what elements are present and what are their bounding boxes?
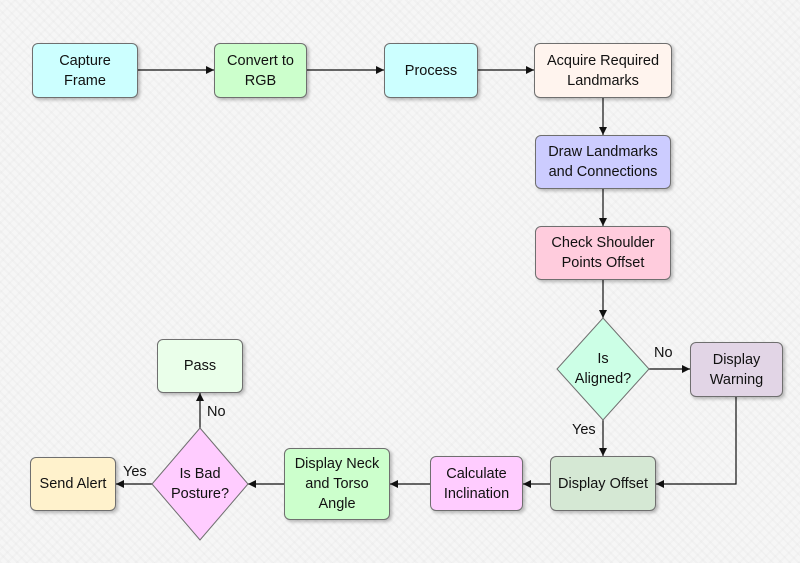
calculate-inclination-label: Calculate Inclination — [443, 465, 510, 502]
send-alert-label: Send Alert — [39, 476, 107, 492]
is-bad-posture-label: Is Bad Posture? — [170, 466, 230, 502]
draw-landmarks-label: Draw Landmarks and Connections — [548, 144, 658, 180]
check-shoulder-node[interactable]: Check Shoulder Points Offset — [535, 226, 671, 280]
calculate-inclination-node[interactable]: Calculate Inclination — [430, 456, 523, 511]
process-label: Process — [404, 62, 458, 79]
convert-rgb-node[interactable]: Convert to RGB — [214, 43, 307, 98]
convert-rgb-label: Convert to RGB — [227, 52, 294, 89]
posture-yes-label: Yes — [123, 464, 147, 480]
process-node[interactable]: Process — [384, 43, 478, 98]
display-warning-label: Display Warning — [709, 351, 764, 388]
display-offset-node[interactable]: Display Offset — [550, 456, 656, 511]
is-bad-posture-diamond[interactable] — [151, 427, 249, 541]
capture-frame-label: Capture Frame — [59, 52, 111, 89]
edge-warning-to-offset — [656, 397, 737, 488]
acquire-landmarks-node[interactable]: Acquire Required Landmarks — [534, 43, 672, 98]
display-neck-torso-node[interactable]: Display Neck and Torso Angle — [284, 448, 390, 520]
check-shoulder-label: Check Shoulder Points Offset — [551, 235, 655, 271]
display-offset-label: Display Offset — [558, 475, 648, 492]
aligned-yes-label: Yes — [572, 422, 596, 438]
is-aligned-label: Is Aligned? — [574, 351, 632, 387]
posture-no-label: No — [207, 404, 226, 420]
is-aligned-diamond[interactable] — [556, 317, 650, 421]
draw-landmarks-node[interactable]: Draw Landmarks and Connections — [535, 135, 671, 189]
display-neck-torso-label: Display Neck and Torso Angle — [294, 456, 380, 512]
is-aligned-label-box: Is Aligned? — [572, 344, 634, 394]
acquire-landmarks-label: Acquire Required Landmarks — [546, 52, 660, 89]
is-bad-posture-label-box: Is Bad Posture? — [168, 458, 232, 510]
capture-frame-node[interactable]: Capture Frame — [32, 43, 138, 98]
send-alert-node[interactable]: Send Alert — [30, 457, 116, 511]
aligned-no-label: No — [654, 345, 673, 361]
pass-label: Pass — [183, 358, 217, 374]
pass-node[interactable]: Pass — [157, 339, 243, 393]
display-warning-node[interactable]: Display Warning — [690, 342, 783, 397]
